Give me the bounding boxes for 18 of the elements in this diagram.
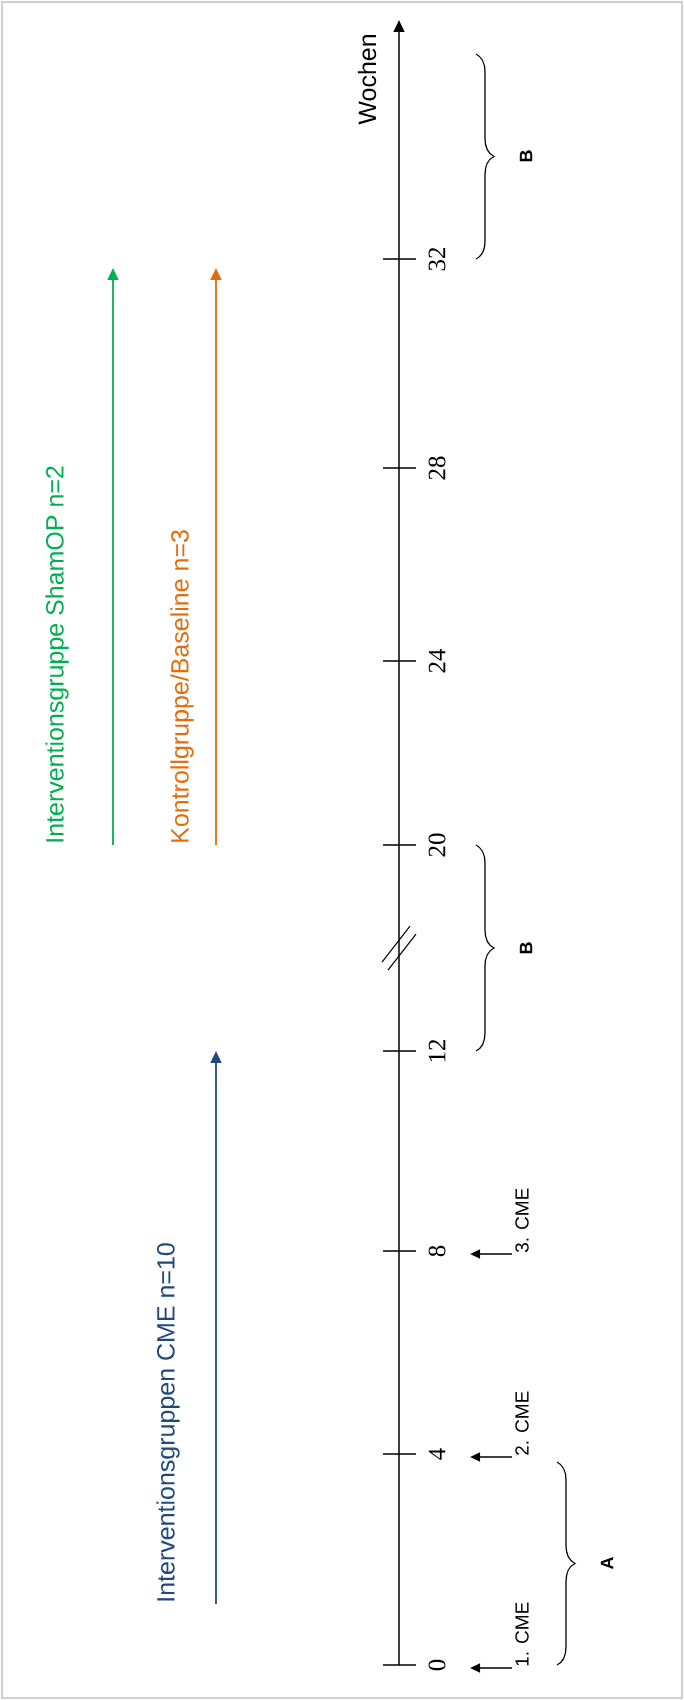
axis-title: Wochen (357, 35, 377, 125)
tick-label: 28 (428, 456, 446, 480)
tick-label: 32 (428, 247, 446, 271)
event-label: 3. CME (515, 1188, 529, 1253)
event-label: 2. CME (515, 1391, 529, 1455)
group-label: Kontrollgruppe/Baseline n=3 (170, 530, 194, 842)
group-label: Interventionsgruppe ShamOP n=2 (45, 466, 69, 842)
tick-label: 8 (428, 1245, 446, 1257)
brace-label: A (600, 1557, 614, 1570)
brace-label: B (519, 942, 533, 954)
group-label: Interventionsgruppen CME n=10 (156, 1243, 180, 1601)
tick-label: 12 (428, 1039, 446, 1062)
tick-label: 20 (428, 833, 446, 857)
brace-label: B (519, 150, 533, 162)
event-label: 1. CME (515, 1602, 529, 1666)
tick-label: 4 (428, 1448, 446, 1460)
tick-label: 0 (428, 1659, 446, 1671)
tick-label: 24 (428, 648, 446, 673)
